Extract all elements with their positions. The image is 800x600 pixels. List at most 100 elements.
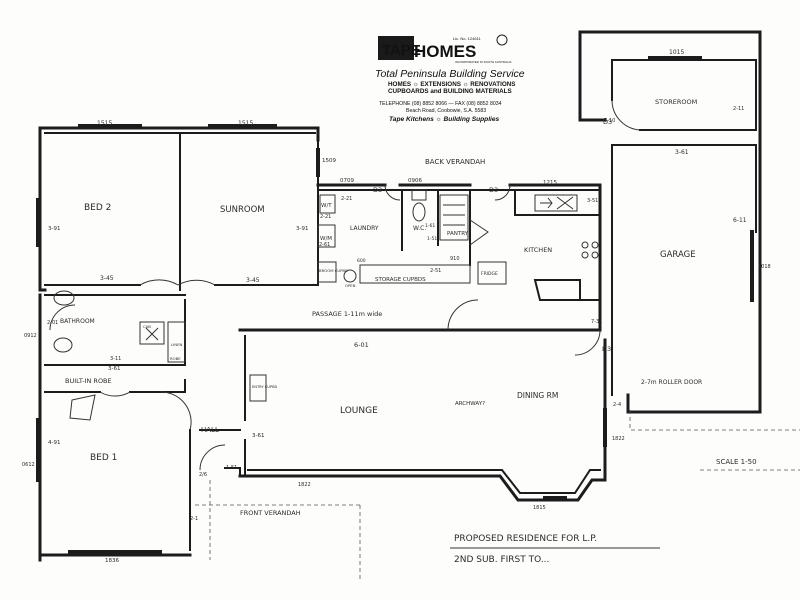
room-labels: BED 2 SUNROOM STOREROOM GARAGE KITCHEN L… bbox=[60, 98, 697, 517]
cistern bbox=[411, 189, 427, 201]
door-swing-storeroom bbox=[611, 99, 641, 131]
company-registration: INCORPORATED IN SOUTH AUSTRALIA bbox=[455, 60, 511, 64]
drawing-title-line-2: 2ND SUB. FIRST TO... bbox=[454, 555, 549, 565]
room-sunroom: SUNROOM bbox=[220, 205, 265, 215]
room-bathroom: BATHROOM bbox=[60, 318, 95, 325]
brand-homes: HOMES bbox=[414, 42, 476, 61]
doors bbox=[49, 99, 641, 471]
dim-wc-width: 1-61 bbox=[425, 223, 435, 229]
hotplate-4-icon bbox=[591, 251, 599, 259]
pantry-shelf-lines bbox=[443, 204, 465, 226]
shower-icon bbox=[145, 327, 159, 341]
room-wc: W.C. bbox=[413, 225, 426, 232]
drawing-notes: SCALE 1-50 PROPOSED RESIDENCE FOR L.P. 2… bbox=[450, 458, 757, 565]
door-swing-bed1 bbox=[159, 391, 192, 431]
label-pantry-dim: 1-51 bbox=[427, 236, 437, 242]
fridge-recess bbox=[477, 261, 507, 285]
robe-sketch bbox=[69, 394, 96, 421]
door-swing-robe bbox=[99, 391, 131, 397]
door-swing-laundry bbox=[384, 184, 401, 201]
label-roller-door: 2-7m ROLLER DOOR bbox=[641, 379, 702, 386]
room-dining: DINING RM bbox=[517, 391, 558, 400]
dim-laundry-window: 0709 bbox=[340, 178, 354, 184]
walls bbox=[36, 30, 800, 580]
front-verandah-outline bbox=[195, 480, 361, 580]
bathroom-basin-icon bbox=[53, 290, 75, 306]
door-tag-storeroom: D3 bbox=[603, 118, 612, 126]
dim-bed2-width: 3-45 bbox=[100, 275, 114, 282]
driveway-outline bbox=[629, 410, 800, 431]
dim-laundry-a: 2-21 bbox=[341, 196, 352, 202]
fixtures bbox=[53, 189, 599, 421]
door-tag-garage: D3 bbox=[602, 345, 611, 353]
phone-fax: TELEPHONE (08) 8852 8066 — FAX (08) 8852… bbox=[379, 101, 502, 107]
fixture-labels: W/T W/M BROOM CUPBD LINEN ROBE CAB ENTRY… bbox=[143, 203, 702, 389]
storage-cupboards-label: STORAGE CUPBDS bbox=[375, 277, 426, 283]
services-line-2: CUPBOARDS and BUILDING MATERIALS bbox=[388, 88, 512, 95]
wall-west-top bbox=[38, 126, 47, 292]
room-bed2: BED 2 bbox=[84, 203, 111, 213]
wall-south-bay-inner bbox=[247, 469, 601, 494]
dim-sunroom-east-window: 1509 bbox=[322, 158, 336, 164]
label-wash-trough: W/T bbox=[321, 203, 332, 209]
dim-robe-width: 3-61 bbox=[108, 366, 120, 372]
hotplate-3-icon bbox=[581, 251, 589, 259]
dim-dining-window: 1822 bbox=[612, 436, 625, 442]
broom-cupboard bbox=[317, 261, 337, 283]
hotplate-1-icon bbox=[581, 241, 589, 249]
door-tags: D3 D3 D3 D3 bbox=[373, 118, 612, 353]
door-tag-back: D3 bbox=[489, 186, 498, 194]
dim-bay: 1815 bbox=[533, 505, 546, 511]
storage-cupboards bbox=[359, 264, 471, 284]
dim-garage-window: 1018 bbox=[758, 264, 771, 270]
door-swing-front bbox=[199, 444, 226, 471]
letterhead: Lic. No. 124611 TAPE HOMES INCORPORATED … bbox=[375, 34, 525, 123]
tape-logo-block bbox=[378, 36, 414, 60]
wall-service-partitions bbox=[401, 189, 471, 266]
bathroom-toilet-icon bbox=[53, 337, 73, 353]
dim-bath-width: 3-11 bbox=[110, 356, 121, 362]
wall-storeroom-inner bbox=[611, 59, 757, 131]
dim-sunroom-depth: 3-91 bbox=[296, 226, 308, 232]
kitchen-bench-east bbox=[579, 214, 601, 301]
entry-cupboard bbox=[249, 374, 267, 402]
pantry-shelves bbox=[439, 194, 469, 241]
dimension-labels: 1515 1515 1015 1509 0709 0906 1215 3-91 … bbox=[22, 49, 771, 564]
front-verandah-label: FRONT VERANDAH bbox=[240, 509, 301, 517]
dim-dining-side: 2-4 bbox=[613, 402, 621, 408]
dim-garage-width: 3-61 bbox=[675, 149, 689, 156]
services-line-1: HOMES ☼ EXTENSIONS ☼ RENOVATIONS bbox=[388, 81, 515, 88]
slogan: Tape Kitchens ☼ Building Supplies bbox=[389, 116, 500, 123]
dim-sunroom-width: 3-45 bbox=[246, 277, 260, 284]
archway-note: ARCHWAY? bbox=[455, 401, 485, 407]
dim-bed1-window: 1836 bbox=[105, 558, 119, 564]
dim-storeroom-door: 7-10 bbox=[604, 118, 615, 124]
dim-storeroom-window: 1015 bbox=[669, 49, 684, 56]
room-pantry: PANTRY bbox=[447, 231, 469, 237]
label-washing-machine: W/M bbox=[320, 236, 332, 242]
door-swing-bathroom bbox=[49, 304, 76, 331]
dim-kitchen-depth: 7-31 bbox=[591, 319, 602, 325]
dim-pantry-width: 910 bbox=[450, 256, 460, 262]
dim-bed1-window-west: 0612 bbox=[22, 462, 35, 468]
tagline: Total Peninsula Building Service bbox=[375, 68, 525, 80]
dim-bed2-window: 1515 bbox=[97, 120, 112, 127]
wall-hall-entry bbox=[224, 467, 241, 477]
label-bath-cabinet: CAB bbox=[143, 324, 151, 329]
room-lounge: LOUNGE bbox=[340, 406, 378, 416]
wall-garage-outer bbox=[578, 30, 762, 414]
wash-trough bbox=[319, 194, 336, 214]
dim-bed1-depth: 4-91 bbox=[48, 440, 60, 446]
dim-sunroom-window: 1515 bbox=[238, 120, 253, 127]
dim-storeroom-depth: 2-11 bbox=[733, 106, 744, 112]
sink-drainer-icon bbox=[556, 196, 574, 210]
dim-hall-depth: 3-61 bbox=[252, 433, 264, 439]
hotplate-2-icon bbox=[591, 241, 599, 249]
kitchen-island bbox=[533, 279, 581, 301]
builtin-robe: BUILT-IN ROBE bbox=[65, 377, 112, 385]
dim-bath-window: 0912 bbox=[24, 333, 37, 339]
dim-bath-depth: 2-01 bbox=[47, 320, 58, 326]
licence-number: Lic. No. 124611 bbox=[453, 36, 481, 41]
drawing-title-line-1: PROPOSED RESIDENCE FOR L.P. bbox=[454, 534, 597, 544]
room-bed1: BED 1 bbox=[90, 453, 117, 463]
